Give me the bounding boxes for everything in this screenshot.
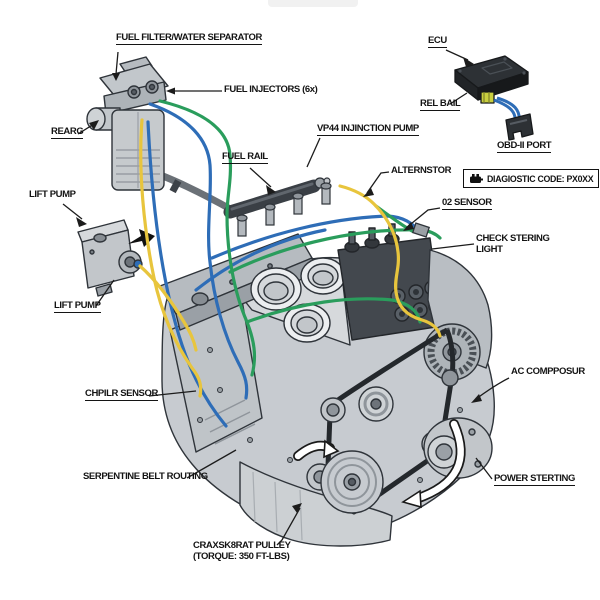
fuel-injectors-graphic bbox=[236, 182, 332, 237]
cropped-top-artifact bbox=[268, 0, 358, 7]
label-serpentine-belt: SERPENTINE BELT ROUTING bbox=[83, 471, 208, 482]
label-fuel-injectors: FUEL INJECTORS (6x) bbox=[224, 84, 318, 95]
lift-pump-graphic bbox=[77, 219, 143, 297]
ecu-graphic bbox=[454, 55, 529, 104]
label-crank-sensor: CHPILR SENSOR bbox=[85, 388, 158, 402]
label-crank-pulley: CRAXSK8RAT PULLEY(TORQUE: 350 FT-LBS) bbox=[193, 540, 291, 563]
leader-arrowheads bbox=[76, 57, 482, 513]
obd-connector-graphic bbox=[493, 96, 534, 141]
fuel-filter-graphic bbox=[86, 56, 169, 191]
label-rel-bail: REL BAIL bbox=[420, 98, 461, 112]
rotation-arrows bbox=[293, 419, 466, 509]
label-ac-compressor: AC COMPPOSUR bbox=[511, 366, 585, 377]
label-vp44-pump: VP44 INJINCTION PUMP bbox=[317, 123, 419, 137]
label-ecu: ECU bbox=[428, 35, 447, 49]
fuel-rail-graphic bbox=[148, 168, 331, 219]
pistons-graphic bbox=[250, 257, 346, 343]
label-obd-port: OBD-II PORT bbox=[497, 140, 552, 154]
serpentine-belt-graphic bbox=[306, 327, 459, 515]
label-fuel-rail: FUEL RAIL bbox=[222, 151, 268, 165]
alternator-graphic bbox=[423, 249, 493, 381]
fuel-lines-graphic bbox=[138, 99, 442, 428]
crank-pulley-graphic bbox=[320, 450, 384, 514]
label-lift-pump-bottom: LIFT PUMP bbox=[54, 300, 101, 314]
label-fuel-filter: FUEL FILTER/WATER SEPARATOR bbox=[116, 32, 262, 46]
diagnostic-code-box: DIAGIOSTIC CODE: PX0XX bbox=[463, 169, 600, 188]
label-alternator: ALTERNSTOR bbox=[391, 165, 452, 176]
obd-plug-icon bbox=[470, 174, 483, 183]
label-rearg: REARG bbox=[51, 126, 84, 140]
direction-arrow bbox=[128, 229, 155, 247]
label-lift-pump-top: LIFT PUMP bbox=[29, 189, 76, 200]
o2-sensor-graphic bbox=[411, 222, 431, 238]
diagnostic-code-text: DIAGIOSTIC CODE: PX0XX bbox=[487, 173, 594, 184]
leader-lines bbox=[62, 49, 510, 546]
label-power-steering: POWER STERTING bbox=[494, 473, 575, 487]
label-o2-sensor: 02 SENSOR bbox=[442, 197, 492, 211]
